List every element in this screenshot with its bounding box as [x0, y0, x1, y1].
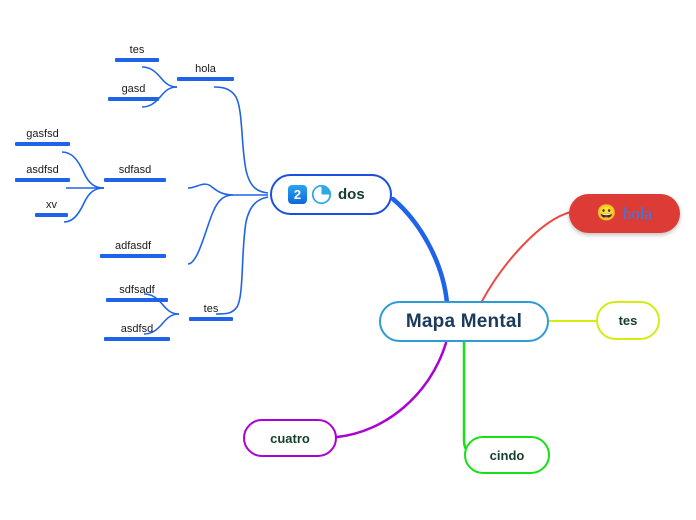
subtopic-sdfasd-underline	[104, 178, 166, 182]
subtopic-xv[interactable]: xv	[35, 199, 68, 217]
subtopic-asdfsd-upper-underline	[15, 178, 70, 182]
subtopic-gasfsd-underline	[15, 142, 70, 146]
connector-root-hola	[480, 211, 572, 304]
subtopic-adfasdf[interactable]: adfasdf	[100, 240, 166, 258]
subtopic-hola[interactable]: hola	[177, 63, 234, 81]
connector-dos-spine-tes	[215, 196, 269, 315]
root-node[interactable]: Mapa Mental	[379, 301, 549, 342]
subtopic-sdfasd-label: sdfasd	[118, 164, 152, 176]
subtopic-adfasdf-underline	[100, 254, 166, 258]
clock-progress-icon	[311, 184, 332, 205]
subtopic-gasd-underline	[108, 97, 159, 101]
connector-dos-adfasdf	[187, 194, 234, 265]
node-cuatro-label: cuatro	[270, 430, 310, 446]
subtopic-sdfsadf-label: sdfsadf	[119, 284, 155, 296]
connector-sdfasd-xv	[63, 187, 105, 223]
subtopic-gasfsd[interactable]: gasfsd	[15, 128, 70, 146]
node-cindo-label: cindo	[489, 447, 525, 463]
node-cindo[interactable]: cindo	[464, 436, 550, 474]
node-cuatro[interactable]: cuatro	[243, 419, 337, 457]
node-hola[interactable]: 😀 hola	[569, 194, 680, 233]
subtopic-tes-lower[interactable]: tes	[189, 303, 233, 321]
subtopic-tes-top[interactable]: tes	[115, 44, 159, 62]
subtopic-sdfsadf[interactable]: sdfsadf	[106, 284, 168, 302]
subtopic-tes-lower-underline	[189, 317, 233, 321]
number-badge-2-icon: 2	[288, 185, 307, 204]
subtopic-xv-underline	[35, 213, 68, 217]
subtopic-asdfsd-upper[interactable]: asdfsd	[15, 164, 70, 182]
connector-dos-sdfasd	[187, 183, 234, 196]
subtopic-adfasdf-label: adfasdf	[114, 240, 152, 252]
subtopic-hola-underline	[177, 77, 234, 81]
node-dos-label: dos	[338, 186, 365, 203]
subtopic-asdfsd-lower[interactable]: asdfsd	[104, 323, 170, 341]
connector-root-dos	[390, 196, 450, 306]
node-dos[interactable]: 2 dos	[270, 174, 392, 215]
connector-dos-spine-hola	[213, 86, 269, 194]
grinning-face-emoji-icon: 😀	[596, 204, 617, 222]
subtopic-tes-top-underline	[115, 58, 159, 62]
subtopic-sdfsadf-underline	[106, 298, 168, 302]
subtopic-asdfsd-lower-label: asdfsd	[120, 323, 154, 335]
node-tes[interactable]: tes	[596, 301, 660, 340]
subtopic-gasfsd-label: gasfsd	[26, 128, 59, 140]
node-hola-label: hola	[622, 203, 653, 223]
node-tes-label: tes	[618, 313, 638, 328]
subtopic-sdfasd[interactable]: sdfasd	[104, 164, 166, 182]
subtopic-gasd[interactable]: gasd	[108, 83, 159, 101]
subtopic-asdfsd-upper-label: asdfsd	[26, 164, 59, 176]
subtopic-gasd-label: gasd	[121, 83, 146, 95]
subtopic-tes-top-label: tes	[129, 44, 145, 56]
subtopic-hola-label: hola	[195, 63, 216, 75]
subtopic-tes-lower-label: tes	[203, 303, 219, 315]
subtopic-asdfsd-lower-underline	[104, 337, 170, 341]
connector-root-cuatro	[335, 341, 448, 439]
subtopic-xv-label: xv	[46, 199, 57, 211]
root-node-label: Mapa Mental	[405, 310, 523, 332]
